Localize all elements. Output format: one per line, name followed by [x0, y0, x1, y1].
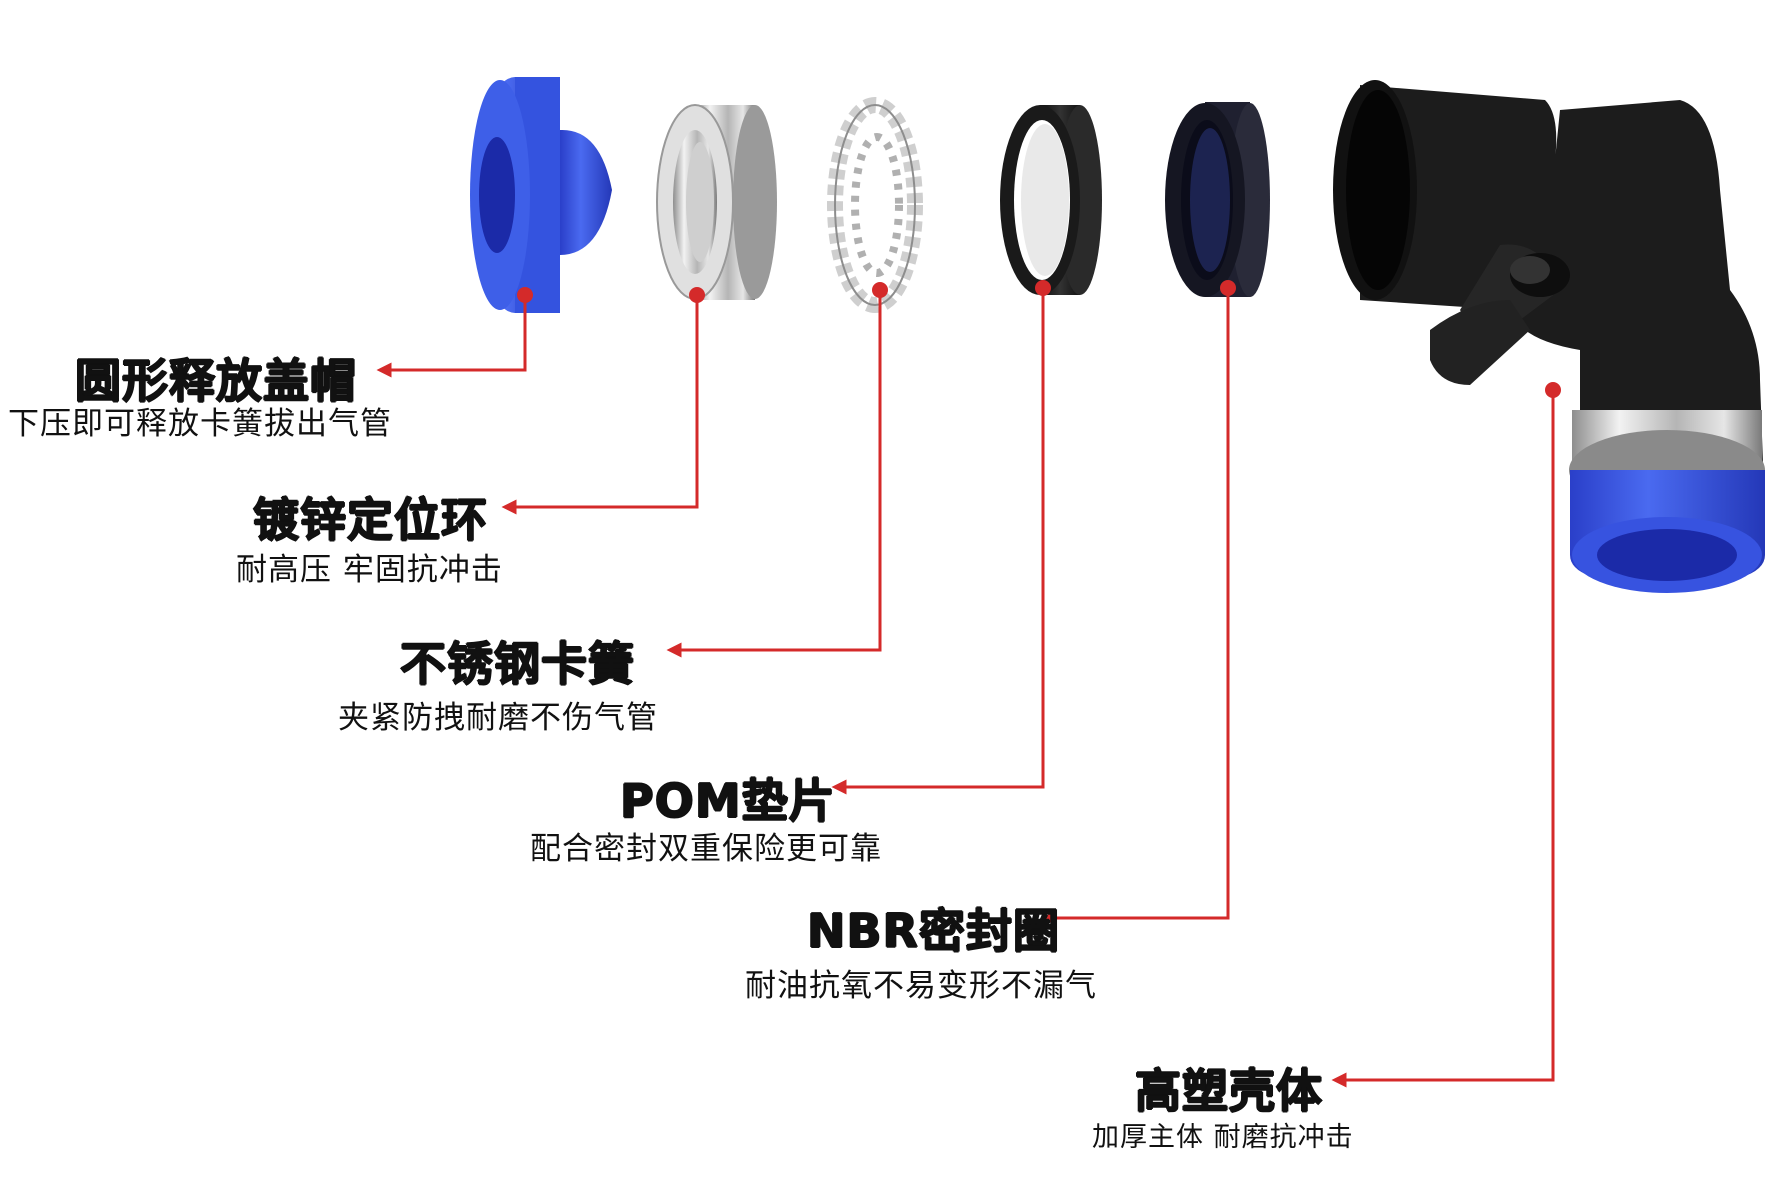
stainless-clip-part — [827, 97, 923, 313]
callout-desc-cap: 下压即可释放卡簧拔出气管 — [8, 406, 392, 442]
leader-line-body — [1331, 390, 1555, 1088]
callout-desc-pom: 配合密封双重保险更可靠 — [530, 831, 882, 867]
callout-title-clip: 不锈钢卡簧 — [400, 637, 635, 691]
callout-title-nbr: NBR密封圈 — [807, 904, 1060, 958]
elbow-body-part — [1333, 80, 1765, 593]
leader-line-nbr — [1041, 288, 1230, 926]
leader-line-clip — [666, 290, 882, 658]
anchor-dot-pom — [1035, 280, 1051, 296]
callout-desc-body: 加厚主体 耐磨抗冲击 — [1092, 1122, 1354, 1153]
leader-line-ring — [501, 295, 699, 515]
leader-line-cap — [376, 295, 527, 378]
callout-desc-clip: 夹紧防拽耐磨不伤气管 — [338, 700, 658, 736]
anchor-dot-cap — [517, 287, 533, 303]
callout-title-ring: 镀锌定位环 — [253, 493, 488, 547]
callout-title-pom: POM垫片 — [620, 774, 836, 828]
callout-desc-ring: 耐高压 牢固抗冲击 — [236, 552, 503, 588]
nbr-seal-part — [1165, 102, 1270, 297]
anchor-dot-ring — [689, 287, 705, 303]
anchor-dot-clip — [872, 282, 888, 298]
pom-washer-part — [1000, 105, 1102, 295]
callout-title-cap: 圆形释放盖帽 — [75, 354, 357, 408]
release-cap-part — [470, 77, 612, 313]
leader-line-pom — [831, 288, 1045, 795]
anchor-dots — [517, 280, 1561, 398]
positioning-ring-part — [656, 104, 777, 300]
leader-lines — [376, 288, 1555, 1088]
callout-title-body: 高塑壳体 — [1135, 1064, 1323, 1118]
anchor-dot-body — [1545, 382, 1561, 398]
anchor-dot-nbr — [1220, 280, 1236, 296]
callout-desc-nbr: 耐油抗氧不易变形不漏气 — [745, 968, 1097, 1004]
